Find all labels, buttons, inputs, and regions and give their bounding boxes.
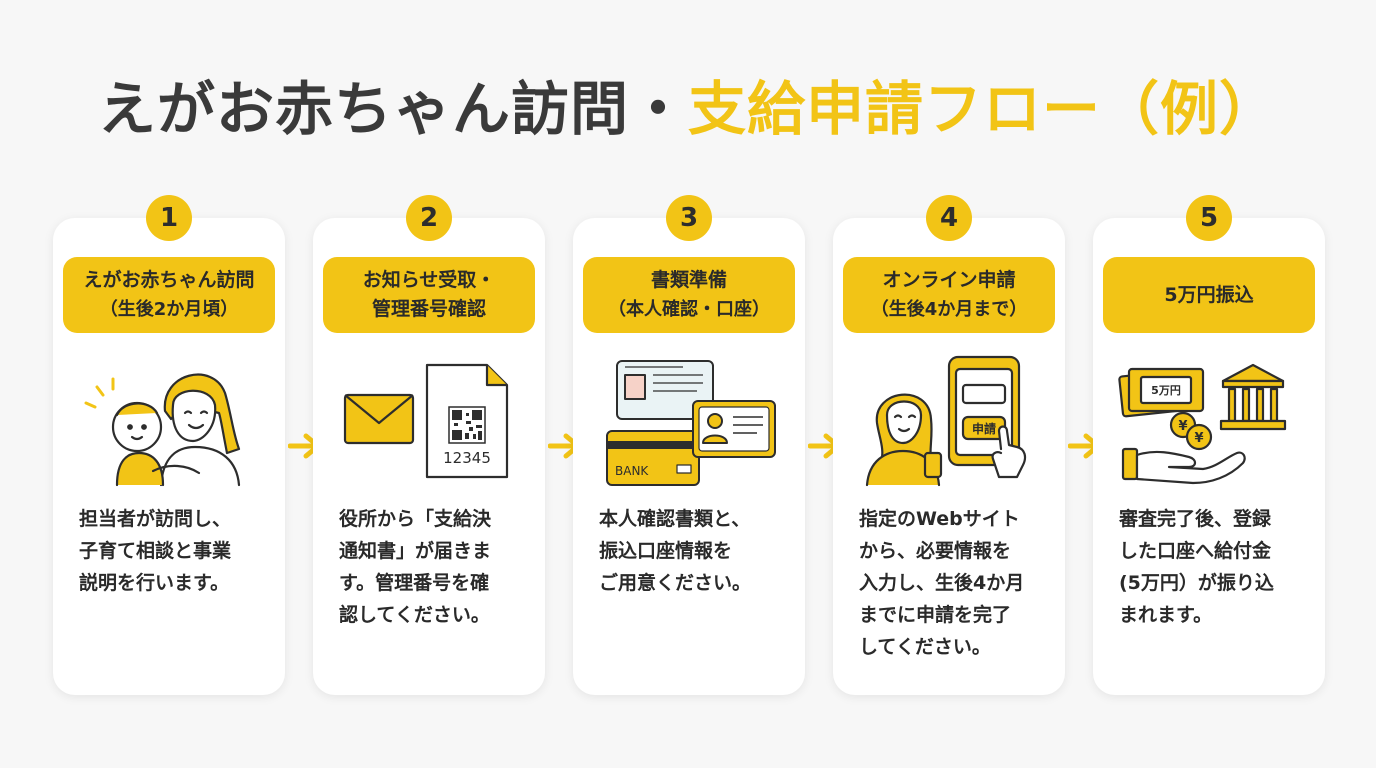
step-1: 1 えがお赤ちゃん訪問 （生後2か月頃） (53, 195, 285, 700)
coin-label: ¥ (1194, 431, 1203, 446)
coin-label: ¥ (1178, 419, 1187, 434)
step-label: お知らせ受取・ 管理番号確認 (323, 257, 535, 333)
step-5: 5 5万円振込 (1093, 195, 1325, 700)
step-number: 5 (1186, 195, 1232, 241)
step-label: 5万円振込 (1103, 257, 1315, 333)
bank-card-label: BANK (615, 464, 649, 478)
step-3: 3 書類準備 （本人確認・口座） (573, 195, 805, 700)
step-description: 本人確認書類と、 振込口座情報を ご用意ください。 (599, 508, 752, 594)
step-label-line1: えがお赤ちゃん訪問 (83, 269, 255, 291)
step-label-line2: （生後4か月まで） (870, 299, 1028, 320)
id-cards-bank-card-icon: BANK (573, 353, 805, 493)
step-4: 4 オンライン申請 （生後4か月まで） (833, 195, 1065, 700)
document-number: 12345 (443, 449, 491, 467)
page-title: えがお赤ちゃん訪問・支給申請フロー（例） (0, 62, 1376, 146)
step-label-line1: 書類準備 (650, 269, 727, 291)
mother-baby-icon (53, 353, 285, 493)
title-part2: 支給申請フロー（例） (688, 75, 1279, 143)
step-description: 担当者が訪問し、 子育て相談と事業 説明を行います。 (79, 508, 232, 594)
step-label-line1: 5万円振込 (1164, 283, 1254, 306)
step-number: 3 (666, 195, 712, 241)
title-part1: えがお赤ちゃん訪問・ (97, 75, 688, 143)
step-label-line2: （生後2か月頃） (99, 299, 239, 320)
woman-smartphone-icon: 申請 (833, 353, 1065, 493)
step-number: 2 (406, 195, 452, 241)
step-label-line1: オンライン申請 (882, 269, 1016, 291)
step-2: 2 お知らせ受取・ 管理番号確認 (313, 195, 545, 700)
bill-label: 5万円 (1151, 384, 1181, 397)
step-description: 指定のWebサイト から、必要情報を 入力し、生後4か月 までに申請を完了 して… (859, 508, 1025, 658)
money-bank-hand-icon: 5万円 ¥ ¥ (1093, 353, 1325, 493)
step-label-line2: （本人確認・口座） (608, 299, 770, 320)
step-label: えがお赤ちゃん訪問 （生後2か月頃） (63, 257, 275, 333)
envelope-document-qr-icon: 12345 (313, 353, 545, 493)
step-label: オンライン申請 （生後4か月まで） (843, 257, 1055, 333)
step-number: 1 (146, 195, 192, 241)
step-label: 書類準備 （本人確認・口座） (583, 257, 795, 333)
step-description: 役所から「支給決 通知書」が届きま す。管理番号を確 認してください。 (339, 508, 492, 626)
apply-button-label: 申請 (972, 421, 996, 436)
step-label-line1: お知らせ受取・ (362, 269, 496, 291)
step-number: 4 (926, 195, 972, 241)
step-label-line2: 管理番号確認 (371, 298, 486, 320)
step-description: 審査完了後、登録 した口座へ給付金 (5万円）が振り込 まれます。 (1119, 508, 1274, 626)
